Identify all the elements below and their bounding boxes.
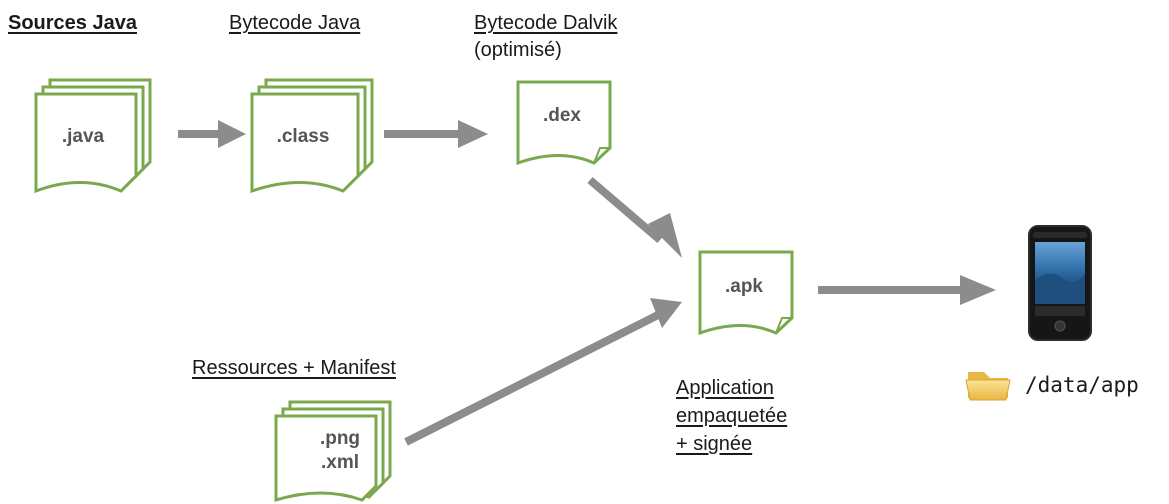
apk-file-label: .apk [725, 276, 763, 297]
png-file-label: .png [320, 428, 360, 449]
arrow-up-right-icon [404, 298, 682, 446]
sources-java-title: Sources Java [8, 12, 137, 34]
apk-file-icon: .apk [698, 250, 794, 336]
class-file-label: .class [277, 126, 330, 147]
application-label-line1: Application [676, 377, 774, 399]
bytecode-dalvik-title: Bytecode Dalvik [474, 12, 618, 34]
arrow-right-icon [384, 120, 488, 148]
dex-file-icon: .dex [516, 80, 612, 166]
xml-file-label: .xml [321, 452, 359, 473]
resources-manifest-title: Ressources + Manifest [192, 357, 396, 379]
phone-icon [1028, 225, 1092, 341]
arrow-down-right-icon [587, 176, 682, 258]
application-label-line3: + signée [676, 433, 753, 455]
application-label-line2: empaquetée [676, 405, 788, 427]
dex-file-label: .dex [543, 105, 581, 126]
arrow-right-icon [818, 275, 996, 305]
resource-files-stack-icon: .png .xml [274, 400, 392, 503]
folder-icon [965, 372, 1011, 401]
data-app-path: /data/app [1025, 373, 1139, 397]
java-files-stack-icon: .java [34, 78, 152, 194]
java-file-label: .java [62, 126, 105, 147]
arrow-right-icon [178, 120, 246, 148]
class-files-stack-icon: .class [250, 78, 374, 194]
bytecode-dalvik-subtitle: (optimisé) [474, 39, 562, 61]
bytecode-java-title: Bytecode Java [229, 12, 361, 34]
